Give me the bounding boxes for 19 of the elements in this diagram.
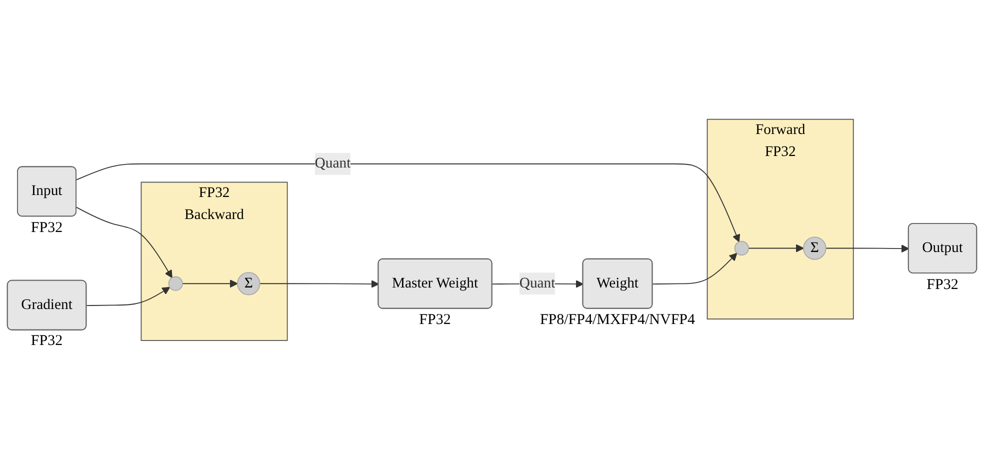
arrow <box>76 163 740 242</box>
arrow <box>652 252 738 284</box>
node-caption: FP32 <box>926 276 958 294</box>
node-caption: FP32 <box>30 333 63 350</box>
node-circle: Σ <box>803 236 826 260</box>
node-circle <box>734 240 749 256</box>
node-caption: FP8/FP4/MXFP4/NVFP4 <box>540 312 696 329</box>
arrow <box>825 244 910 252</box>
edge-label: Quant <box>519 274 556 291</box>
node-caption: FP32 <box>419 312 451 329</box>
node-caption: FP32 <box>30 220 63 237</box>
arrow <box>182 279 238 288</box>
arrow <box>748 244 804 252</box>
arrow <box>259 280 379 288</box>
node-circle <box>168 276 183 291</box>
node-circle: Σ <box>237 272 260 295</box>
arrow <box>86 286 170 306</box>
arrow <box>76 206 172 278</box>
edge-label: Quant <box>314 155 351 171</box>
